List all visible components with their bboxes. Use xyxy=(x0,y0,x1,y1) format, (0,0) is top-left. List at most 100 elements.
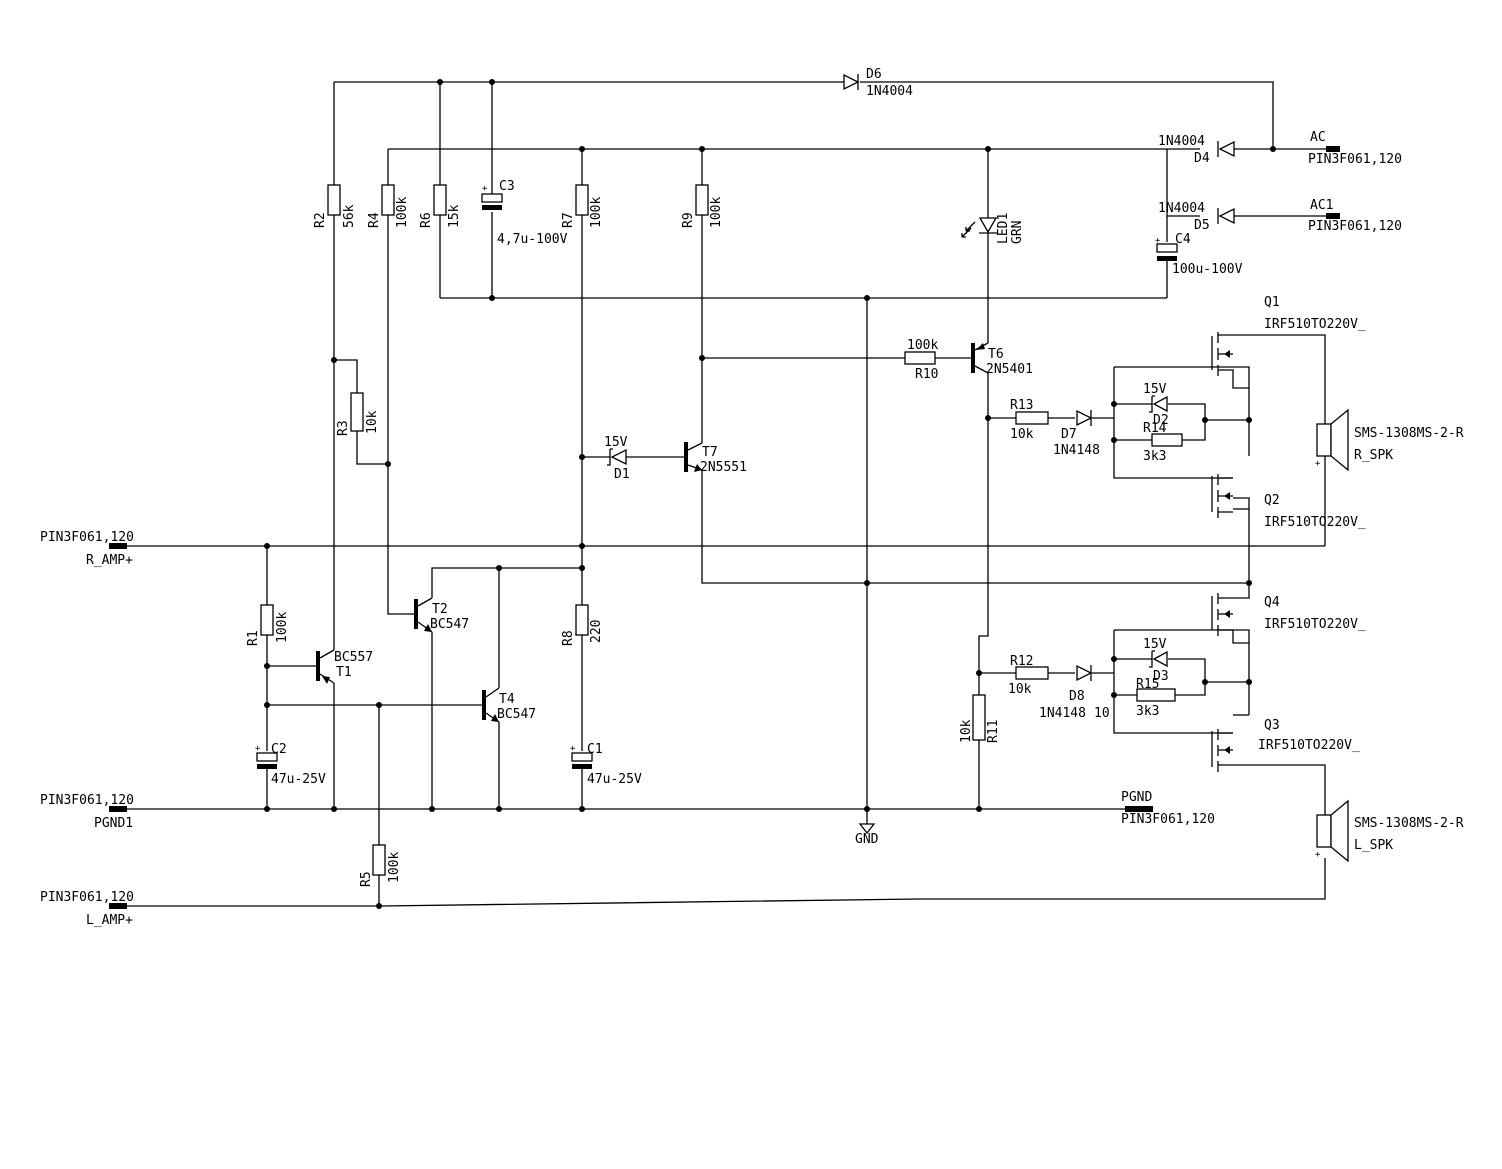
label-r1: R1 xyxy=(246,630,261,646)
ground-symbol xyxy=(858,823,876,835)
connector-pins xyxy=(109,146,1340,909)
label-r7: R7 xyxy=(561,212,576,228)
value-d8: 1N4148 xyxy=(1039,706,1086,721)
label-t6: T6 xyxy=(988,347,1004,362)
label-d1: D1 xyxy=(614,467,630,482)
label-q2: Q2 xyxy=(1264,493,1280,508)
value-d2: 15V xyxy=(1143,382,1167,397)
transistor-t7 xyxy=(684,442,703,472)
pin-ac1: PIN3F061,120 xyxy=(1308,219,1402,234)
zener-d1 xyxy=(607,448,627,466)
resistor-r5 xyxy=(372,844,386,876)
value-r4: 100k xyxy=(395,197,410,228)
value-q2: IRF510TO220V_ xyxy=(1264,515,1366,530)
value-q3: IRF510TO220V_ xyxy=(1258,738,1360,753)
value-t7: 2N5551 xyxy=(700,460,747,475)
value-l-spk: SMS-1308MS-2-R xyxy=(1354,816,1464,831)
diode-d6 xyxy=(843,73,860,91)
mosfets xyxy=(1211,332,1249,772)
label-d6: D6 xyxy=(866,67,882,82)
label-r12: R12 xyxy=(1010,654,1033,669)
label-l-spk: L_SPK xyxy=(1354,838,1393,853)
label-d2: D2 xyxy=(1153,413,1169,428)
transistor-t6 xyxy=(971,342,989,374)
value-led1: GRN xyxy=(1010,221,1025,244)
label-pgnd: PGND xyxy=(1121,790,1152,805)
label-r3: R3 xyxy=(336,420,351,436)
label-r-spk: R_SPK xyxy=(1354,448,1393,463)
value-r6: 15k xyxy=(447,204,462,228)
label-r8: R8 xyxy=(561,630,576,646)
value-r11: 10k xyxy=(959,719,974,743)
value-t6: 2N5401 xyxy=(986,362,1033,377)
value-r15: 3k3 xyxy=(1136,704,1159,719)
resistor-r3 xyxy=(350,392,364,432)
pin-r-amp: PIN3F061,120 xyxy=(40,530,134,545)
label-r9: R9 xyxy=(681,212,696,228)
label-t2: T2 xyxy=(432,602,448,617)
label-r15: R15 xyxy=(1136,677,1159,692)
label-q1: Q1 xyxy=(1264,295,1280,310)
capacitor-c3: + xyxy=(481,184,503,210)
pin-ac: PIN3F061,120 xyxy=(1308,152,1402,167)
led-led1 xyxy=(961,217,998,238)
label-d5: D5 xyxy=(1194,218,1210,233)
label-d8: D8 xyxy=(1069,689,1085,704)
value-r5: 100k xyxy=(387,852,402,883)
value-r1: 100k xyxy=(275,612,290,643)
value-t2: BC547 xyxy=(430,617,469,632)
mosfet-q4 xyxy=(1211,593,1249,644)
value-r8: 220 xyxy=(589,620,604,643)
label-r2: R2 xyxy=(313,212,328,228)
label-q4: Q4 xyxy=(1264,595,1280,610)
value-c3: 4,7u-100V xyxy=(497,232,568,247)
value-t4: BC547 xyxy=(497,707,536,722)
label-r11: R11 xyxy=(986,720,1001,743)
resistor-r7 xyxy=(575,184,589,216)
capacitor-c1: + xyxy=(570,744,593,769)
value-d8-extra: 10 xyxy=(1094,706,1110,721)
diode-d5 xyxy=(1217,207,1235,225)
zener-d2 xyxy=(1149,395,1168,413)
resistor-r4 xyxy=(381,184,395,216)
value-r9: 100k xyxy=(709,197,724,228)
resistor-r1 xyxy=(260,604,274,636)
value-c4: 100u-100V xyxy=(1172,262,1243,277)
value-t1: BC557 xyxy=(334,650,373,665)
resistor-r12 xyxy=(1015,666,1049,680)
svg-text:+: + xyxy=(570,744,576,754)
transistor-t2 xyxy=(414,597,433,633)
label-t4: T4 xyxy=(499,692,515,707)
capacitors: + + + + xyxy=(255,184,1178,769)
speaker-r-spk: + xyxy=(1315,408,1349,472)
label-r-amp: R_AMP+ xyxy=(86,553,133,568)
value-q1: IRF510TO220V_ xyxy=(1264,317,1366,332)
label-d3: D3 xyxy=(1153,669,1169,684)
value-d6: 1N4004 xyxy=(866,84,913,99)
resistor-r8 xyxy=(575,604,589,636)
pin-l-amp: PIN3F061,120 xyxy=(40,890,134,905)
value-d7: 1N4148 xyxy=(1053,443,1100,458)
resistor-r13 xyxy=(1015,411,1049,425)
label-t1: T1 xyxy=(336,665,352,680)
label-d7: D7 xyxy=(1061,427,1077,442)
value-r7: 100k xyxy=(589,197,604,228)
resistors xyxy=(260,184,1183,876)
label-gnd: GND xyxy=(855,832,879,847)
svg-text:+: + xyxy=(1315,850,1321,860)
diodes xyxy=(607,73,1235,682)
speakers: + + xyxy=(1315,408,1349,863)
value-c1: 47u-25V xyxy=(587,772,642,787)
label-q3: Q3 xyxy=(1264,718,1280,733)
label-r6: R6 xyxy=(419,212,434,228)
pin-pgnd: PIN3F061,120 xyxy=(1121,812,1215,827)
resistor-r10 xyxy=(904,351,936,365)
value-r12: 10k xyxy=(1008,682,1032,697)
transistors xyxy=(316,342,989,723)
label-led1: LED1 xyxy=(996,213,1011,244)
mosfet-q1 xyxy=(1211,332,1249,389)
svg-text:+: + xyxy=(255,744,261,754)
value-c2: 47u-25V xyxy=(271,772,326,787)
label-c3: C3 xyxy=(499,179,515,194)
